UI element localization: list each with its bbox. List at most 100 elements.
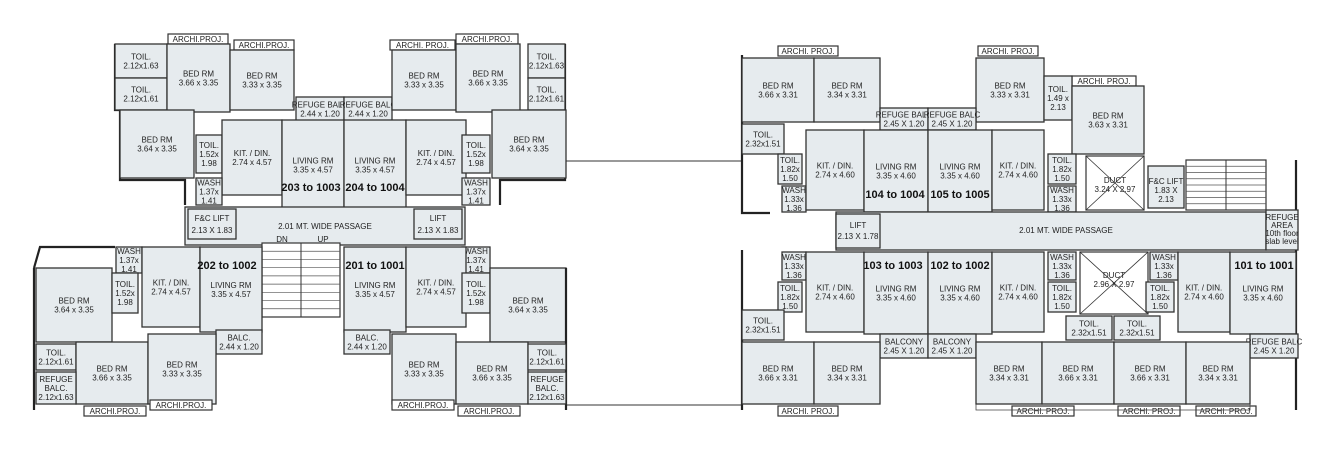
room-size: 2.12x1.63 bbox=[529, 62, 565, 71]
room-name: LIVING RM bbox=[211, 281, 252, 290]
room-name: REFUGE BALC bbox=[292, 101, 349, 110]
room-name: REFUGE BALC bbox=[876, 111, 933, 120]
archi-proj-label: ARCHI. PROJ. bbox=[782, 407, 835, 416]
duct-size: 3.24 X 2.97 bbox=[1095, 185, 1136, 194]
archi-proj-label: ARCHI.PROJ. bbox=[398, 401, 449, 410]
room-size: 3.35 x 4.60 bbox=[1243, 294, 1283, 303]
room-name: LIVING RM bbox=[1243, 285, 1284, 294]
staircase bbox=[261, 242, 341, 318]
room-name: TOIL. bbox=[780, 156, 800, 165]
room-name: BED RM bbox=[408, 72, 439, 81]
room-size: 2.12x1.63 bbox=[123, 62, 159, 71]
flat-number-label: 104 to 1004 bbox=[865, 189, 925, 201]
room-name: WASH bbox=[1152, 253, 1176, 262]
room-size: 3.35 x 4.60 bbox=[940, 294, 980, 303]
room-size: 3.66 x 3.31 bbox=[758, 91, 798, 100]
room-name: LIVING RM bbox=[876, 163, 917, 172]
room-size: 3.34 x 3.31 bbox=[827, 91, 867, 100]
room-name: TOIL. bbox=[1150, 284, 1170, 293]
room-size: 3.33 x 3.35 bbox=[404, 370, 444, 379]
room-name: LIVING RM bbox=[940, 163, 981, 172]
room-name: BED RM bbox=[831, 365, 862, 374]
room-size: 3.64 x 3.35 bbox=[509, 145, 549, 154]
archi-proj-label: ARCHI. PROJ. bbox=[782, 47, 835, 56]
room-name: BED RM bbox=[408, 361, 439, 370]
toil-room: TOIL.2.12x1.61 bbox=[35, 343, 77, 371]
room-size: 2.32x1.51 bbox=[1071, 329, 1107, 338]
bed-rm-room: BED RM3.34 x 3.31 bbox=[813, 341, 881, 405]
archi-proj-label: ARCHI. PROJ. bbox=[1017, 407, 1070, 416]
room-name: BED RM bbox=[762, 82, 793, 91]
bed-rm-room: BED RM3.34 x 3.31 bbox=[813, 57, 881, 123]
room-size: 3.34 x 3.31 bbox=[1198, 374, 1238, 383]
room-size: 2.74 x 4.60 bbox=[1184, 293, 1224, 302]
room-size: 2.45 X 1.20 bbox=[1254, 347, 1295, 356]
stair-up-label: UP bbox=[317, 235, 328, 244]
room-name: WASH bbox=[1050, 253, 1074, 262]
bed-rm-room: BED RM3.33 x 3.35 bbox=[391, 333, 457, 405]
toil-room: TOIL.2.12x1.63 bbox=[114, 43, 168, 79]
duct-label: DUCT bbox=[1104, 176, 1126, 185]
flat-number-label: 201 to 1001 bbox=[345, 260, 404, 272]
archi-proj: ARCHI. PROJ. bbox=[1195, 405, 1257, 417]
archi-proj: ARCHI.PROJ. bbox=[391, 399, 455, 411]
room-name: BED RM bbox=[472, 70, 503, 79]
room-name: REFUGE BALC bbox=[1246, 338, 1303, 347]
room-size: 2.74 x 4.57 bbox=[232, 158, 272, 167]
bed-rm-room: BED RM3.64 x 3.35 bbox=[119, 109, 195, 179]
room-size: 2.12x1.63 bbox=[38, 393, 74, 402]
stair-dn-label: DN bbox=[276, 235, 288, 244]
room-size: 2.44 x 1.20 bbox=[219, 343, 259, 352]
room-size: 3.66 x 3.31 bbox=[758, 374, 798, 383]
archi-proj-label: ARCHI.PROJ. bbox=[239, 41, 290, 50]
flat-number-label: 103 to 1003 bbox=[863, 260, 922, 272]
archi-proj-label: ARCHI. PROJ. bbox=[1200, 407, 1253, 416]
room-size: 2.45 X 1.20 bbox=[932, 120, 973, 129]
room-name: TOIL. bbox=[131, 86, 151, 95]
room-name: KIT. / DIN. bbox=[1186, 284, 1222, 293]
bed-rm-room: BED RM3.66 x 3.35 bbox=[75, 341, 149, 405]
archi-proj-label: ARCHI.PROJ. bbox=[464, 407, 515, 416]
room-name: BED RM bbox=[513, 136, 544, 145]
room-name: TOIL. bbox=[1079, 320, 1099, 329]
archi-proj: ARCHI.PROJ. bbox=[83, 405, 147, 417]
room-size: 3.64 x 3.35 bbox=[137, 145, 177, 154]
living-rm-room: LIVING RM3.35 x 4.57 bbox=[199, 246, 263, 333]
staircase bbox=[1185, 159, 1267, 211]
archi-proj-label: ARCHI.PROJ. bbox=[173, 35, 224, 44]
room-size: 2.45 X 1.20 bbox=[884, 347, 925, 356]
room-size: 3.64 x 3.35 bbox=[508, 306, 548, 315]
room-name: LIVING RM bbox=[293, 157, 334, 166]
room-name: BALCONY bbox=[885, 338, 924, 347]
room-name: KIT. / DIN. bbox=[153, 279, 189, 288]
bed-rm-room: BED RM3.64 x 3.35 bbox=[35, 267, 113, 343]
living-rm-room: LIVING RM3.35 x 4.60 bbox=[927, 251, 993, 335]
room-name: BED RM bbox=[1134, 365, 1165, 374]
flat-number-label: 102 to 1002 bbox=[930, 260, 989, 272]
lift-size: 2.13 X 1.78 bbox=[838, 232, 879, 241]
room-size: 3.34 x 3.31 bbox=[827, 374, 867, 383]
archi-proj: ARCHI. PROJ. bbox=[389, 39, 456, 51]
balc-room: BALC.2.44 x 1.20 bbox=[215, 329, 263, 355]
room-name: TOIL. bbox=[1127, 320, 1147, 329]
archi-proj: ARCHI.PROJ. bbox=[167, 33, 229, 45]
